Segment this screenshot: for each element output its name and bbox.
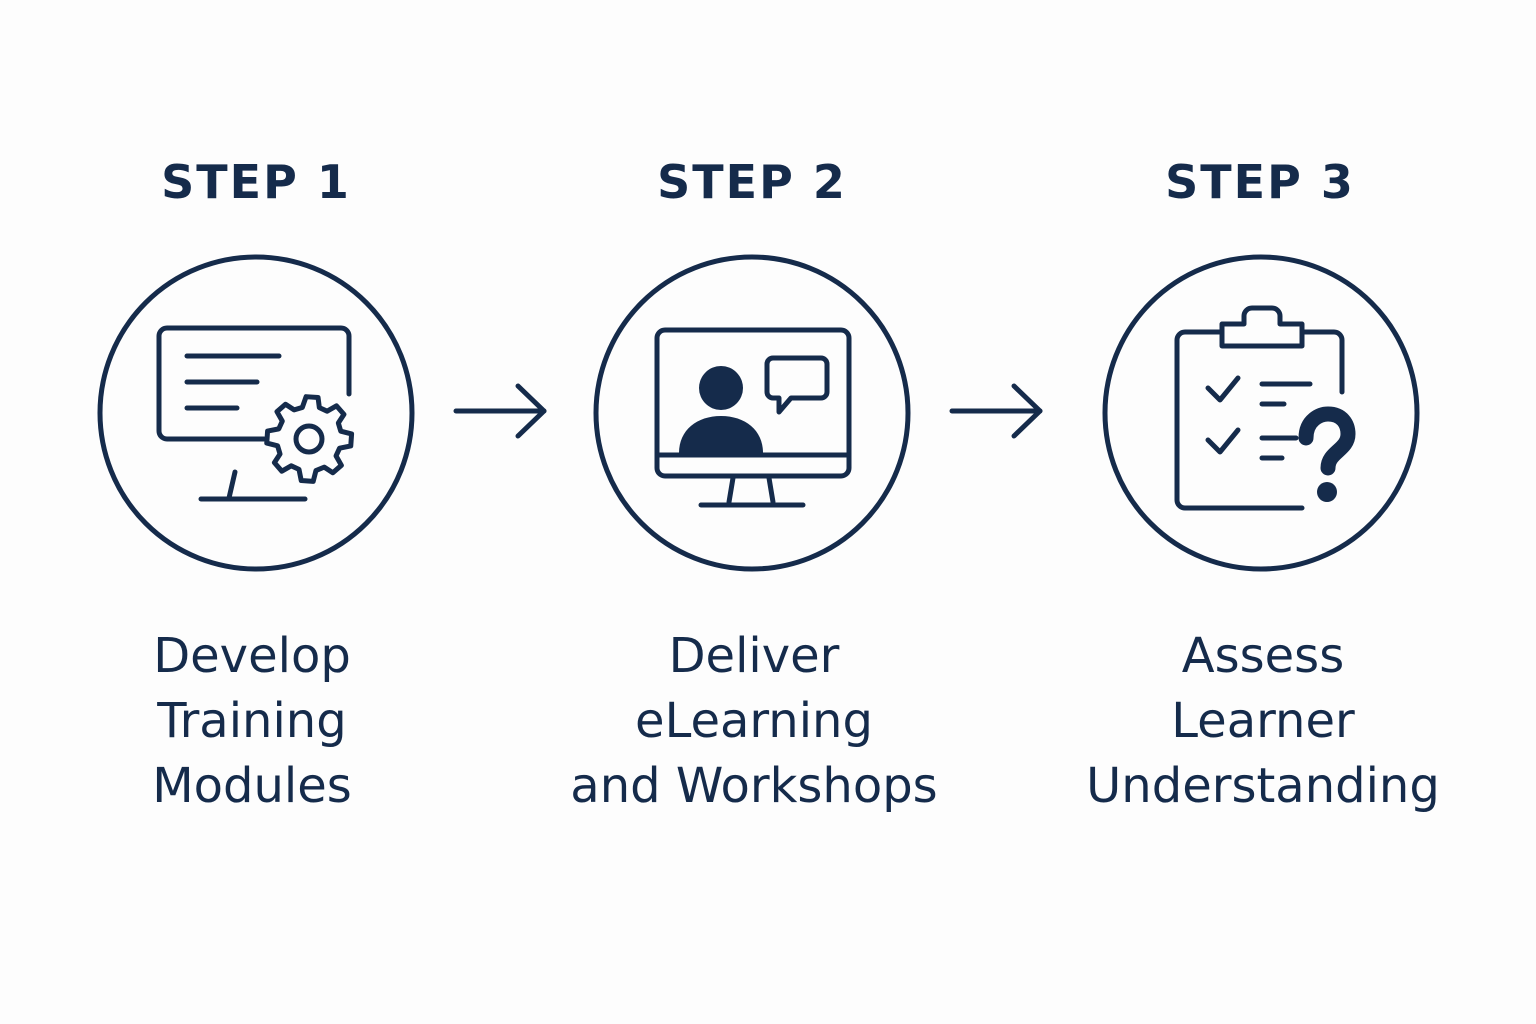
arrow-right-icon xyxy=(948,378,1048,444)
step-3-description: Assess Learner Understanding xyxy=(1033,624,1493,819)
step-1-description-line: Training xyxy=(157,693,347,749)
step-2-description-line: and Workshops xyxy=(570,758,938,814)
monitor-gear-icon xyxy=(97,254,415,572)
step-2-heading: STEP 2 xyxy=(657,155,847,209)
monitor-presenter-chat-icon xyxy=(593,254,911,572)
step-1-heading: STEP 1 xyxy=(161,155,351,209)
step-1-description: Develop Training Modules xyxy=(22,624,482,819)
step-2-description-line: Deliver xyxy=(668,628,840,684)
step-2-description-line: eLearning xyxy=(635,693,873,749)
clipboard-checklist-question-icon xyxy=(1102,254,1420,572)
step-1-description-line: Develop xyxy=(153,628,351,684)
step-1-description-line: Modules xyxy=(152,758,352,814)
step-2-circle xyxy=(593,254,911,572)
step-2-description: Deliver eLearning and Workshops xyxy=(524,624,984,819)
step-3-description-line: Understanding xyxy=(1086,758,1440,814)
step-3-circle xyxy=(1102,254,1420,572)
arrow-right-icon xyxy=(452,378,552,444)
step-3-description-line: Learner xyxy=(1171,693,1355,749)
step-1-circle xyxy=(97,254,415,572)
step-3-heading: STEP 3 xyxy=(1165,155,1355,209)
step-3-description-line: Assess xyxy=(1181,628,1345,684)
